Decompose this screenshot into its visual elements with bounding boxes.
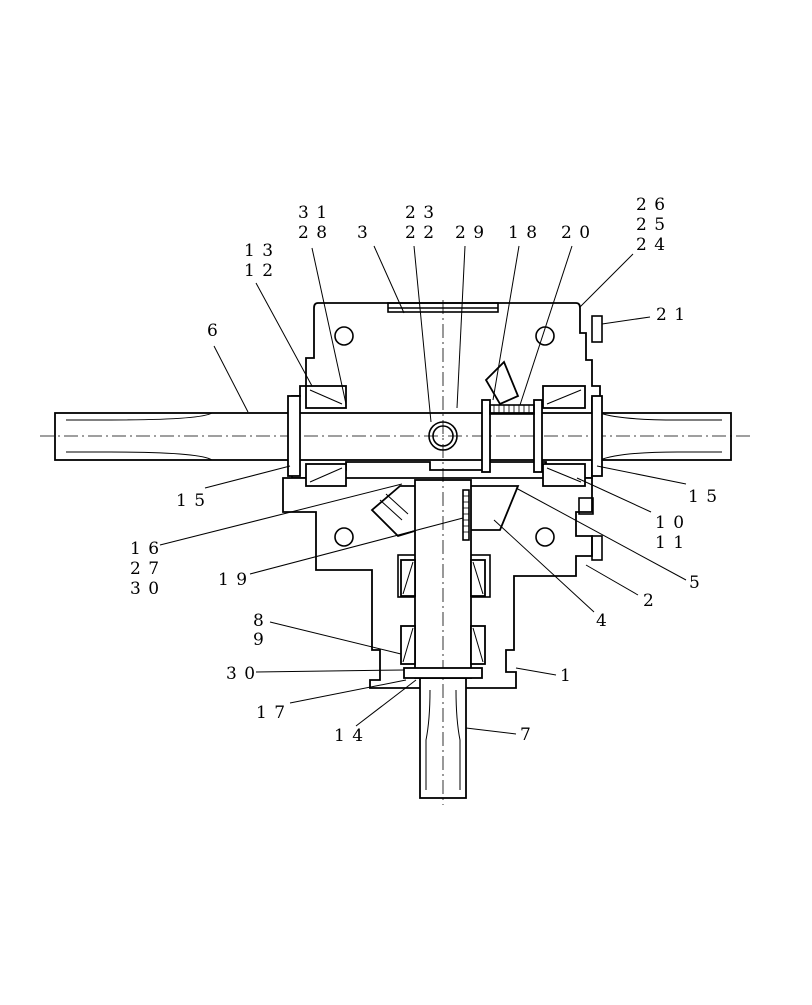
label-15-right: 1 5	[688, 487, 718, 507]
label-30-b: 3 0	[226, 664, 256, 684]
label-10: 1 0	[655, 513, 685, 533]
label-25: 2 5	[636, 215, 666, 235]
label-12: 1 2	[244, 261, 274, 281]
bearings-horizontal	[287, 385, 603, 487]
label-14: 1 4	[334, 726, 364, 746]
label-16: 1 6	[130, 539, 160, 559]
leader-lines	[159, 245, 687, 735]
label-20: 2 0	[561, 223, 591, 243]
vertical-shaft	[400, 300, 486, 805]
label-24: 2 4	[636, 235, 666, 255]
label-19: 1 9	[218, 570, 248, 590]
label-31: 3 1	[298, 203, 328, 223]
label-17: 1 7	[256, 703, 286, 723]
label-15-left: 1 5	[176, 491, 206, 511]
label-7: 7	[520, 725, 532, 745]
label-23: 2 3	[405, 203, 435, 223]
label-29: 2 9	[455, 223, 485, 243]
horizontal-shaft	[40, 412, 750, 461]
label-26: 2 6	[636, 195, 666, 215]
label-11: 1 1	[655, 533, 685, 553]
label-22: 2 2	[405, 223, 435, 243]
label-2: 2	[643, 591, 655, 611]
label-28: 2 8	[298, 223, 328, 243]
label-5: 5	[689, 573, 701, 593]
label-27: 2 7	[130, 559, 160, 579]
callout-labels: 3 1 2 8 3 2 3 2 2 2 9 1 8 2 0 2 6 2 5 2 …	[130, 195, 718, 746]
label-1: 1	[560, 666, 572, 686]
label-30-a: 3 0	[130, 579, 160, 599]
label-13: 1 3	[244, 241, 274, 261]
label-9: 9	[253, 630, 265, 650]
label-21: 2 1	[656, 305, 686, 325]
label-4: 4	[596, 611, 608, 631]
label-8: 8	[253, 611, 265, 631]
label-3: 3	[357, 223, 369, 243]
label-6: 6	[207, 321, 219, 341]
label-18: 1 8	[508, 223, 538, 243]
